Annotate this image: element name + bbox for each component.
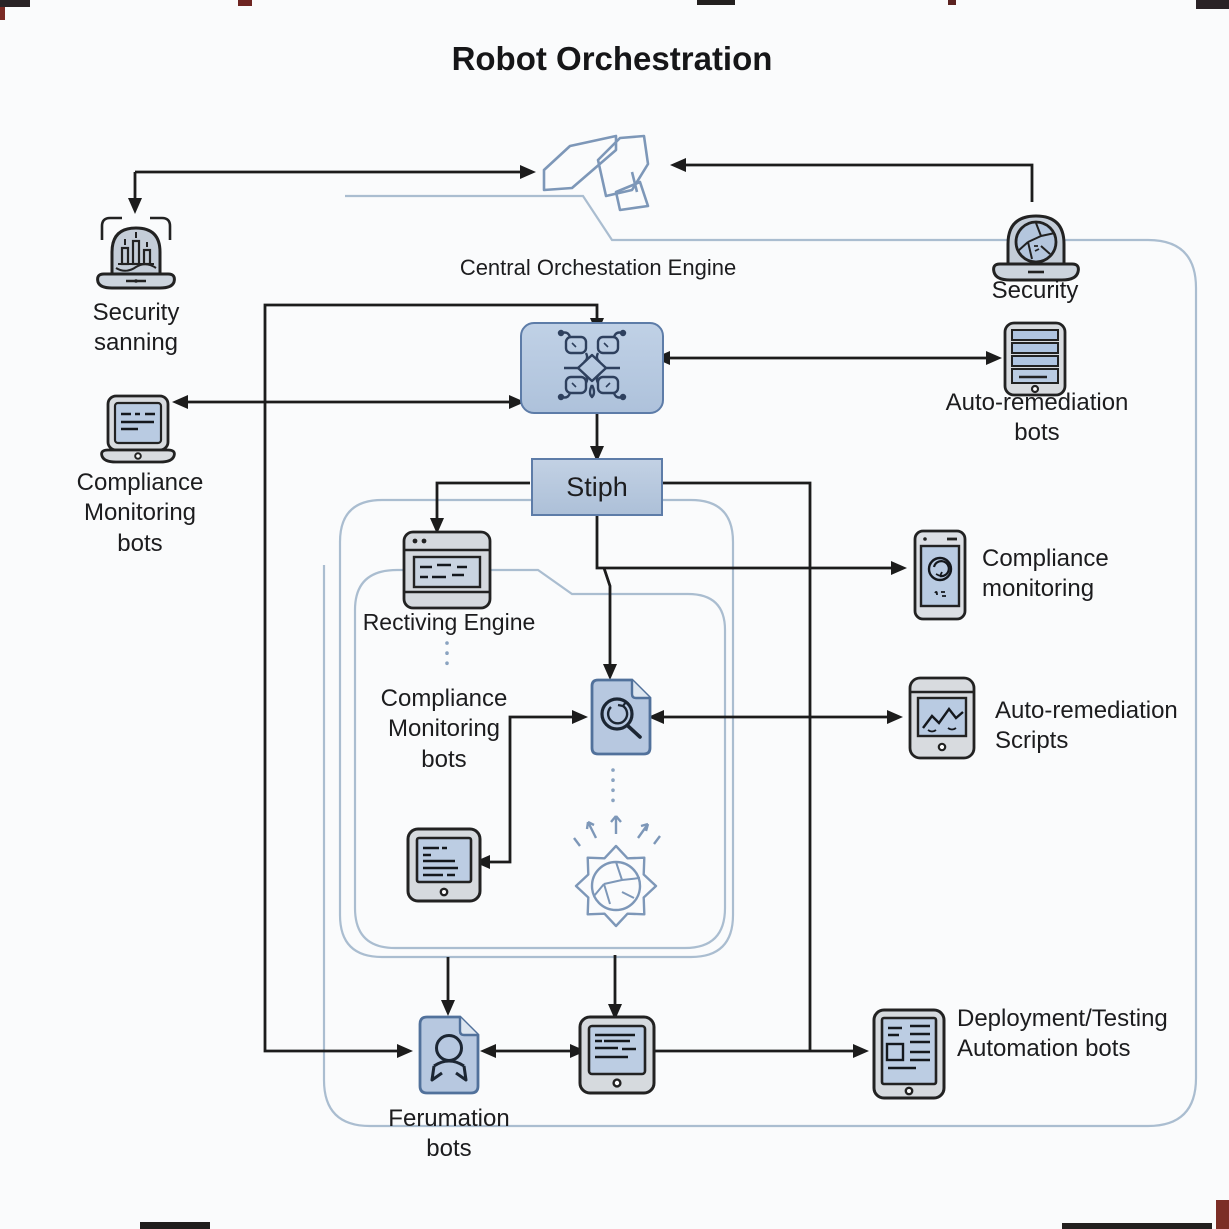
label-deployment-testing-bots: Deployment/Testing Automation bots	[957, 1005, 1168, 1063]
edge-artifact	[1062, 1223, 1212, 1229]
orchestration-engine-chip-icon	[557, 329, 627, 401]
edge-artifact	[697, 0, 735, 5]
document-search-icon	[590, 678, 652, 756]
edge-artifact	[948, 0, 956, 5]
text-tablet-icon	[578, 1015, 656, 1095]
stiph-node: Stiph	[531, 458, 663, 516]
label-fermentation-bots: Ferumation bots	[388, 1105, 510, 1163]
label-auto-remediation-bots: Auto-remediation bots	[945, 389, 1129, 447]
grid-tablet-icon	[872, 1008, 946, 1100]
edge-artifact	[0, 0, 30, 7]
label-compliance-monitoring-bots-left: Compliance Monitoring bots	[76, 469, 204, 557]
page-title: Robot Orchestration	[451, 40, 773, 77]
edge-artifact	[1196, 0, 1229, 9]
edge-artifact	[140, 1222, 210, 1229]
paper-plane-icon	[542, 134, 650, 212]
document-user-icon	[418, 1015, 480, 1095]
phone-sync-icon	[913, 529, 967, 621]
label-receiving-engine: Rectiving Engine	[362, 609, 536, 635]
central-engine-node	[520, 322, 664, 414]
edge-artifact	[1216, 1200, 1229, 1229]
security-laptop-icon	[992, 214, 1080, 282]
list-tablet-icon	[1003, 321, 1067, 397]
label-security-scanning: Security sanning	[92, 299, 180, 357]
edge-artifact	[238, 0, 252, 6]
monitor-tablet-icon	[100, 394, 176, 464]
script-chart-tablet-icon	[908, 676, 976, 760]
stiph-label: Stiph	[566, 471, 628, 502]
edge-artifact	[0, 7, 5, 20]
label-auto-remediation-scripts: Auto-remediation Scripts	[995, 697, 1178, 755]
globe-badge-icon	[573, 815, 661, 928]
label-security: Security	[991, 277, 1079, 304]
security-scan-laptop-icon	[96, 216, 176, 290]
label-central-engine: Central Orchestation Engine	[459, 255, 737, 280]
text-tablet-icon	[406, 827, 482, 903]
label-compliance-monitoring-bots-center: Compliance Monitoring bots	[380, 685, 508, 773]
browser-window-icon	[402, 530, 492, 610]
label-compliance-monitoring: Compliance monitoring	[982, 545, 1109, 603]
